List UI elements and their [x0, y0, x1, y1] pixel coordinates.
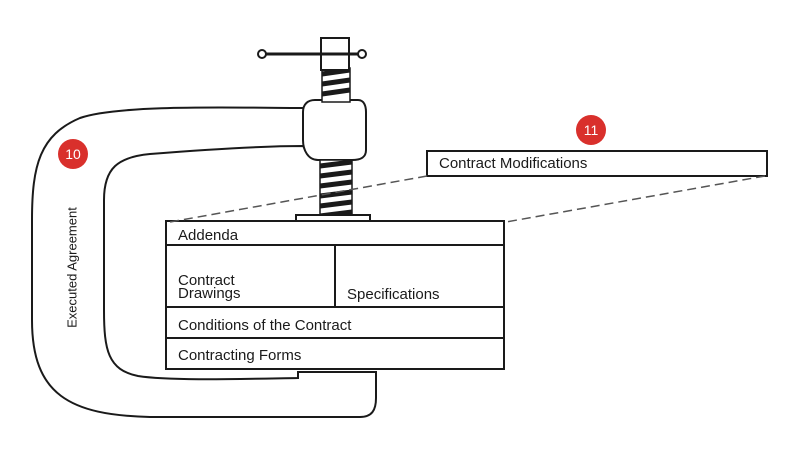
conditions-label: Conditions of the Contract — [178, 317, 352, 334]
step-badge-11: 11 — [576, 115, 606, 145]
clamp-frame — [31, 106, 377, 418]
step-badge-10: 10 — [58, 139, 88, 169]
contract-modifications-label: Contract Modifications — [439, 155, 588, 172]
addenda-label: Addenda — [178, 227, 239, 244]
t-handle-end-right — [357, 49, 367, 59]
screw-thread-lower — [319, 159, 353, 219]
contracting-forms-label: Contracting Forms — [178, 347, 302, 364]
contract-drawings-label: Contract Drawings — [178, 272, 241, 302]
screw-thread-upper — [321, 67, 351, 103]
t-handle-end-left — [257, 49, 267, 59]
dashed-connector-left — [169, 175, 428, 223]
executed-agreement-label: Executed Agreement — [64, 207, 80, 328]
dashed-connector-right — [505, 175, 766, 223]
document-stack — [165, 220, 505, 370]
clamp-screw-boss — [302, 99, 367, 161]
modifications-box — [426, 150, 768, 177]
specifications-label: Specifications — [347, 286, 440, 303]
